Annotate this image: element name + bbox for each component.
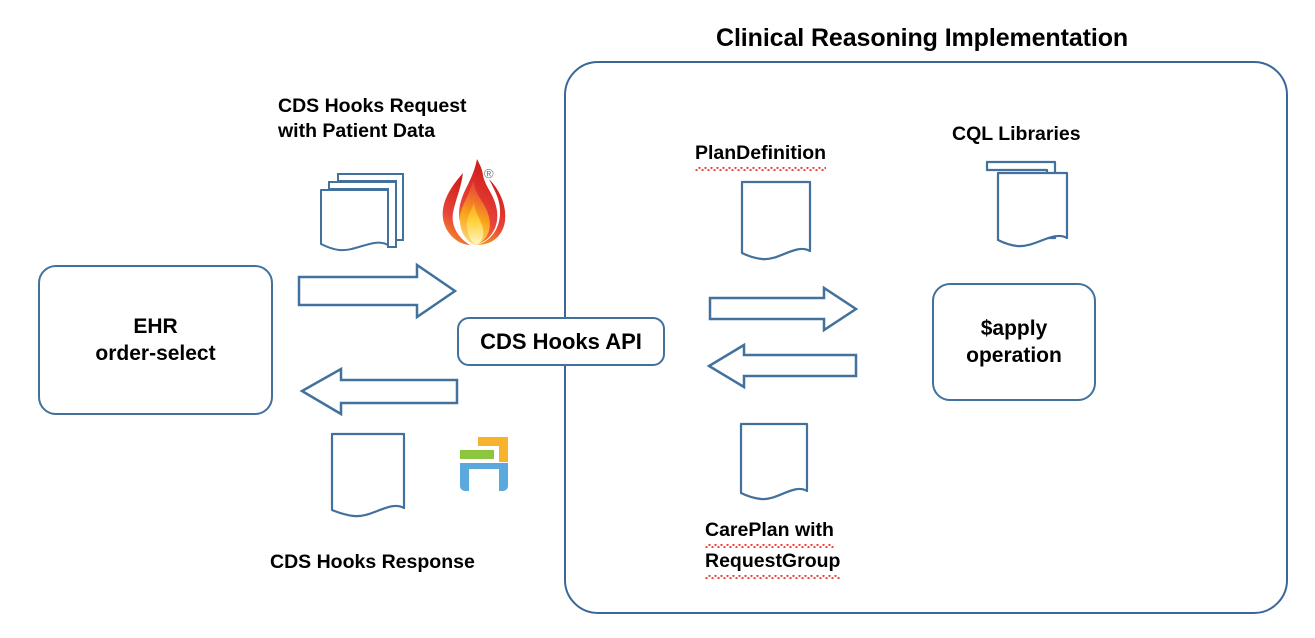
cds-hooks-request-label-line2: with Patient Data xyxy=(278,120,436,142)
careplan-document-icon xyxy=(739,422,815,506)
cds-hooks-logo xyxy=(456,436,514,494)
careplan-label-line1: CarePlan with xyxy=(705,519,834,541)
ehr-box-line2: order-select xyxy=(95,342,216,365)
arrow-right-request-icon xyxy=(297,262,459,320)
arrow-left-apply-icon xyxy=(706,342,858,390)
spellcheck-squiggle-icon xyxy=(705,544,834,548)
cds-hooks-api-label: CDS Hooks API xyxy=(480,328,642,354)
plandefinition-label-text: PlanDefinition xyxy=(695,142,827,164)
apply-operation-text: $apply operation xyxy=(966,315,1062,369)
cds-hooks-request-label: CDS Hooks Request with Patient Data xyxy=(278,94,467,144)
plandefinition-document-icon xyxy=(740,180,818,266)
cql-stacked-documents-icon xyxy=(985,160,1077,256)
cds-hooks-api-box[interactable]: CDS Hooks API xyxy=(457,317,665,366)
ehr-box[interactable]: EHR order-select xyxy=(38,265,273,415)
fhir-flame-logo xyxy=(437,157,509,249)
arrow-left-response-icon xyxy=(299,366,459,417)
apply-operation-line2: operation xyxy=(966,344,1062,367)
apply-operation-line1: $apply xyxy=(980,317,1048,340)
cql-libraries-label: CQL Libraries xyxy=(952,123,1081,145)
plandefinition-label: PlanDefinition xyxy=(695,141,827,171)
ehr-box-text: EHR order-select xyxy=(95,313,215,367)
arrow-right-apply-icon xyxy=(708,285,859,333)
fhir-registered-mark: ® xyxy=(484,166,494,181)
diagram-title: Clinical Reasoning Implementation xyxy=(716,24,1129,52)
cds-hooks-request-label-line1: CDS Hooks Request xyxy=(278,95,467,117)
careplan-label-line2: RequestGroup xyxy=(705,550,841,572)
apply-operation-box[interactable]: $apply operation xyxy=(932,283,1096,401)
response-document-icon xyxy=(330,432,412,524)
careplan-label: CarePlan with RequestGroup xyxy=(705,518,841,579)
ehr-box-line1: EHR xyxy=(133,315,178,338)
cds-hooks-response-label: CDS Hooks Response xyxy=(270,551,475,573)
stacked-documents-icon xyxy=(316,164,420,260)
clinical-reasoning-container xyxy=(564,61,1288,614)
